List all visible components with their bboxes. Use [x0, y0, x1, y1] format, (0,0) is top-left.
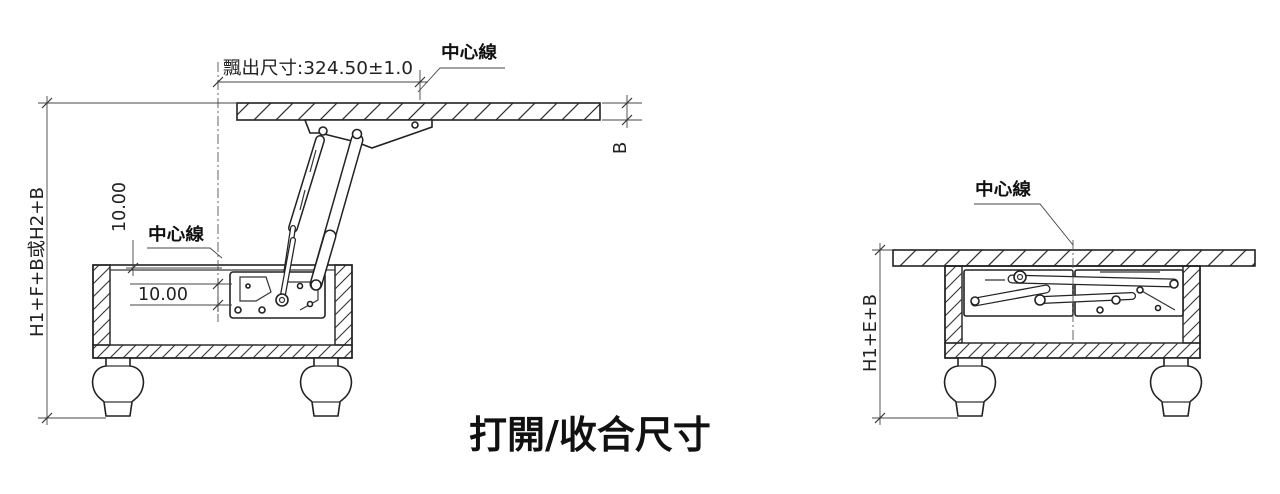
open-height-dimension: H1+F+B或H2+B [27, 96, 237, 425]
diagram-title: 打開/收合尺寸 [469, 413, 711, 457]
centerline-top-label: 中心線 [441, 42, 497, 63]
open-right-leg [299, 357, 353, 417]
b-label: B [610, 142, 631, 154]
centerline-top-callout: 中心線 [417, 42, 505, 93]
closed-lift-mechanism [963, 269, 1184, 317]
closed-height-dimension: H1+E+B [860, 243, 958, 425]
top-bracket [303, 119, 433, 149]
closed-state-drawing: 中心線 H1+E+B [860, 179, 1256, 425]
overhang-dimension: 飄出尺寸:324.50±1.0 [212, 58, 428, 100]
vertical-offset-label: 10.00 [109, 182, 130, 232]
centerline-right-label: 中心線 [975, 179, 1031, 200]
b-dimension: B [602, 95, 642, 154]
open-left-leg [91, 357, 145, 417]
open-height-label: H1+F+B或H2+B [27, 187, 48, 337]
horizontal-offset-dimension: 10.00 [130, 278, 232, 312]
open-state-drawing: 飄出尺寸:324.50±1.0 中心線 B 10.00 中心線 [27, 42, 642, 425]
closed-right-leg [1149, 357, 1203, 417]
closed-left-leg [943, 357, 997, 417]
overhang-label: 飄出尺寸:324.50±1.0 [223, 58, 413, 79]
horizontal-offset-label: 10.00 [138, 284, 188, 305]
centerline-left-callout: 中心線 [147, 224, 223, 259]
centerline-left-label: 中心線 [148, 224, 204, 245]
open-lift-mechanism [229, 119, 433, 319]
vertical-offset-dimension: 10.00 [109, 182, 222, 276]
closed-height-label: H1+E+B [860, 294, 881, 372]
open-top-board [236, 102, 601, 121]
closed-top-board [892, 249, 1256, 267]
centerline-right-callout: 中心線 [974, 179, 1074, 246]
